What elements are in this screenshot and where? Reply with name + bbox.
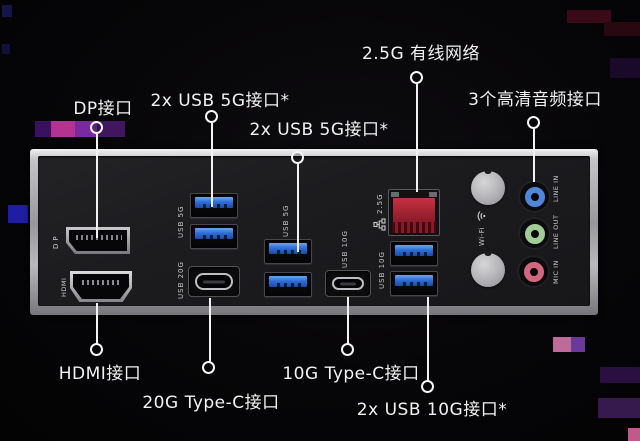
glitch-pixel [598, 398, 640, 418]
line-out-jack [520, 219, 549, 248]
hdmi-pins [82, 280, 120, 285]
glitch-pixel [628, 428, 640, 441]
callout-label-lan: 2.5G 有线网络 [361, 44, 481, 64]
callout-dot-usb5g-left [205, 110, 218, 123]
glitch-pixel [567, 10, 611, 23]
callout-dot-usb10g-typec [341, 343, 354, 356]
lan-silkscreen-label: 2.5G [376, 193, 384, 215]
callout-line-usb10g-typec [347, 297, 349, 344]
line-in-silkscreen-label: LINE IN [552, 175, 560, 203]
callout-line-usb5g-mid [297, 164, 299, 252]
usb-20g-typec-port [188, 266, 240, 297]
glitch-pixel [97, 121, 125, 137]
usb-tongue [195, 228, 233, 239]
callout-line-hdmi [96, 303, 98, 344]
displayport-socket [69, 230, 127, 251]
callout-dot-usb20g [202, 361, 215, 374]
callout-label-audio: 3个高清音频接口 [468, 90, 602, 110]
callout-line-dp [96, 134, 98, 238]
usb-tongue [195, 197, 233, 208]
callout-label-usb20g: 20G Type-C接口 [142, 393, 280, 413]
wifi-antenna-mount-top [471, 171, 505, 205]
dp-silkscreen-label: DP [52, 233, 60, 249]
hdmi-socket [73, 274, 129, 299]
usb-5g-port-2 [190, 224, 238, 249]
hdmi-silkscreen-label: HDMI [60, 277, 68, 297]
line-in-jack [520, 182, 549, 211]
callout-label-usb5g-left: 2x USB 5G接口* [150, 91, 290, 111]
line-out-silkscreen-label: LINE OUT [552, 214, 560, 250]
callout-label-usb10g-typec: 10G Type-C接口 [282, 364, 420, 384]
usb-tongue [395, 275, 433, 286]
hdmi-port [70, 271, 132, 302]
callout-label-hdmi: HDMI接口 [58, 364, 142, 384]
glitch-pixel [600, 367, 640, 383]
lan-port-2-5g [388, 189, 440, 236]
usb5g-left-silkscreen-label: USB 5G [177, 205, 185, 239]
callout-label-usb5g-mid: 2x USB 5G接口* [249, 120, 389, 140]
glitch-pixel [8, 205, 28, 223]
callout-line-usb10g [427, 297, 429, 381]
typec-tab [203, 280, 225, 283]
usb10g-typec-silkscreen-label: USB 10G [341, 230, 349, 268]
typec-tab [340, 282, 356, 285]
callout-line-lan [416, 84, 418, 192]
displayport-port [66, 227, 130, 254]
usb-tongue [269, 243, 307, 254]
usb-10g-typec-port [325, 270, 371, 297]
mic-in-silkscreen-label: MIC IN [552, 260, 560, 284]
mic-in-jack [519, 257, 548, 286]
callout-dot-hdmi [90, 343, 103, 356]
callout-label-dp: DP接口 [73, 99, 133, 119]
usb-10g-port-2 [390, 271, 438, 296]
glitch-pixel [553, 337, 571, 352]
usb5g-mid-silkscreen-label: USB 5G [282, 204, 290, 237]
callout-line-usb20g [209, 298, 211, 362]
glitch-pixel [51, 121, 75, 137]
callout-line-usb5g-left [211, 123, 213, 207]
callout-dot-usb5g-mid [291, 151, 304, 164]
usb20g-silkscreen-label: USB 20G [177, 261, 185, 299]
glitch-pixel [2, 44, 10, 54]
usb-tongue [395, 245, 433, 256]
glitch-pixel [35, 121, 51, 137]
callout-dot-audio [527, 116, 540, 129]
glitch-pixel [2, 5, 12, 17]
line-out-ring [524, 223, 545, 244]
usb-10g-port-1 [390, 241, 438, 266]
line-in-ring [524, 186, 545, 207]
wifi-icon [477, 211, 486, 221]
glitch-pixel [610, 58, 640, 78]
glitch-pixel [571, 337, 585, 352]
mic-in-ring [523, 261, 544, 282]
usb-5g-port-3 [264, 239, 312, 264]
displayport-pins [76, 235, 122, 240]
usb-tongue [269, 276, 307, 287]
lan-icon [373, 218, 386, 231]
callout-dot-usb10g [421, 380, 434, 393]
lan-pins [392, 222, 436, 233]
usb-5g-port-1 [190, 193, 238, 218]
wifi-antenna-mount-bottom [471, 253, 505, 287]
callout-line-audio [533, 129, 535, 182]
callout-label-usb10g: 2x USB 10G接口* [356, 400, 508, 420]
callout-dot-lan [410, 71, 423, 84]
glitch-pixel [604, 22, 640, 36]
usb10g-typea-silkscreen-label: USB 10G [378, 251, 386, 289]
callout-dot-dp [90, 121, 103, 134]
wifi-silkscreen-label: Wi-Fi [478, 226, 486, 246]
usb-5g-port-4 [264, 272, 312, 297]
